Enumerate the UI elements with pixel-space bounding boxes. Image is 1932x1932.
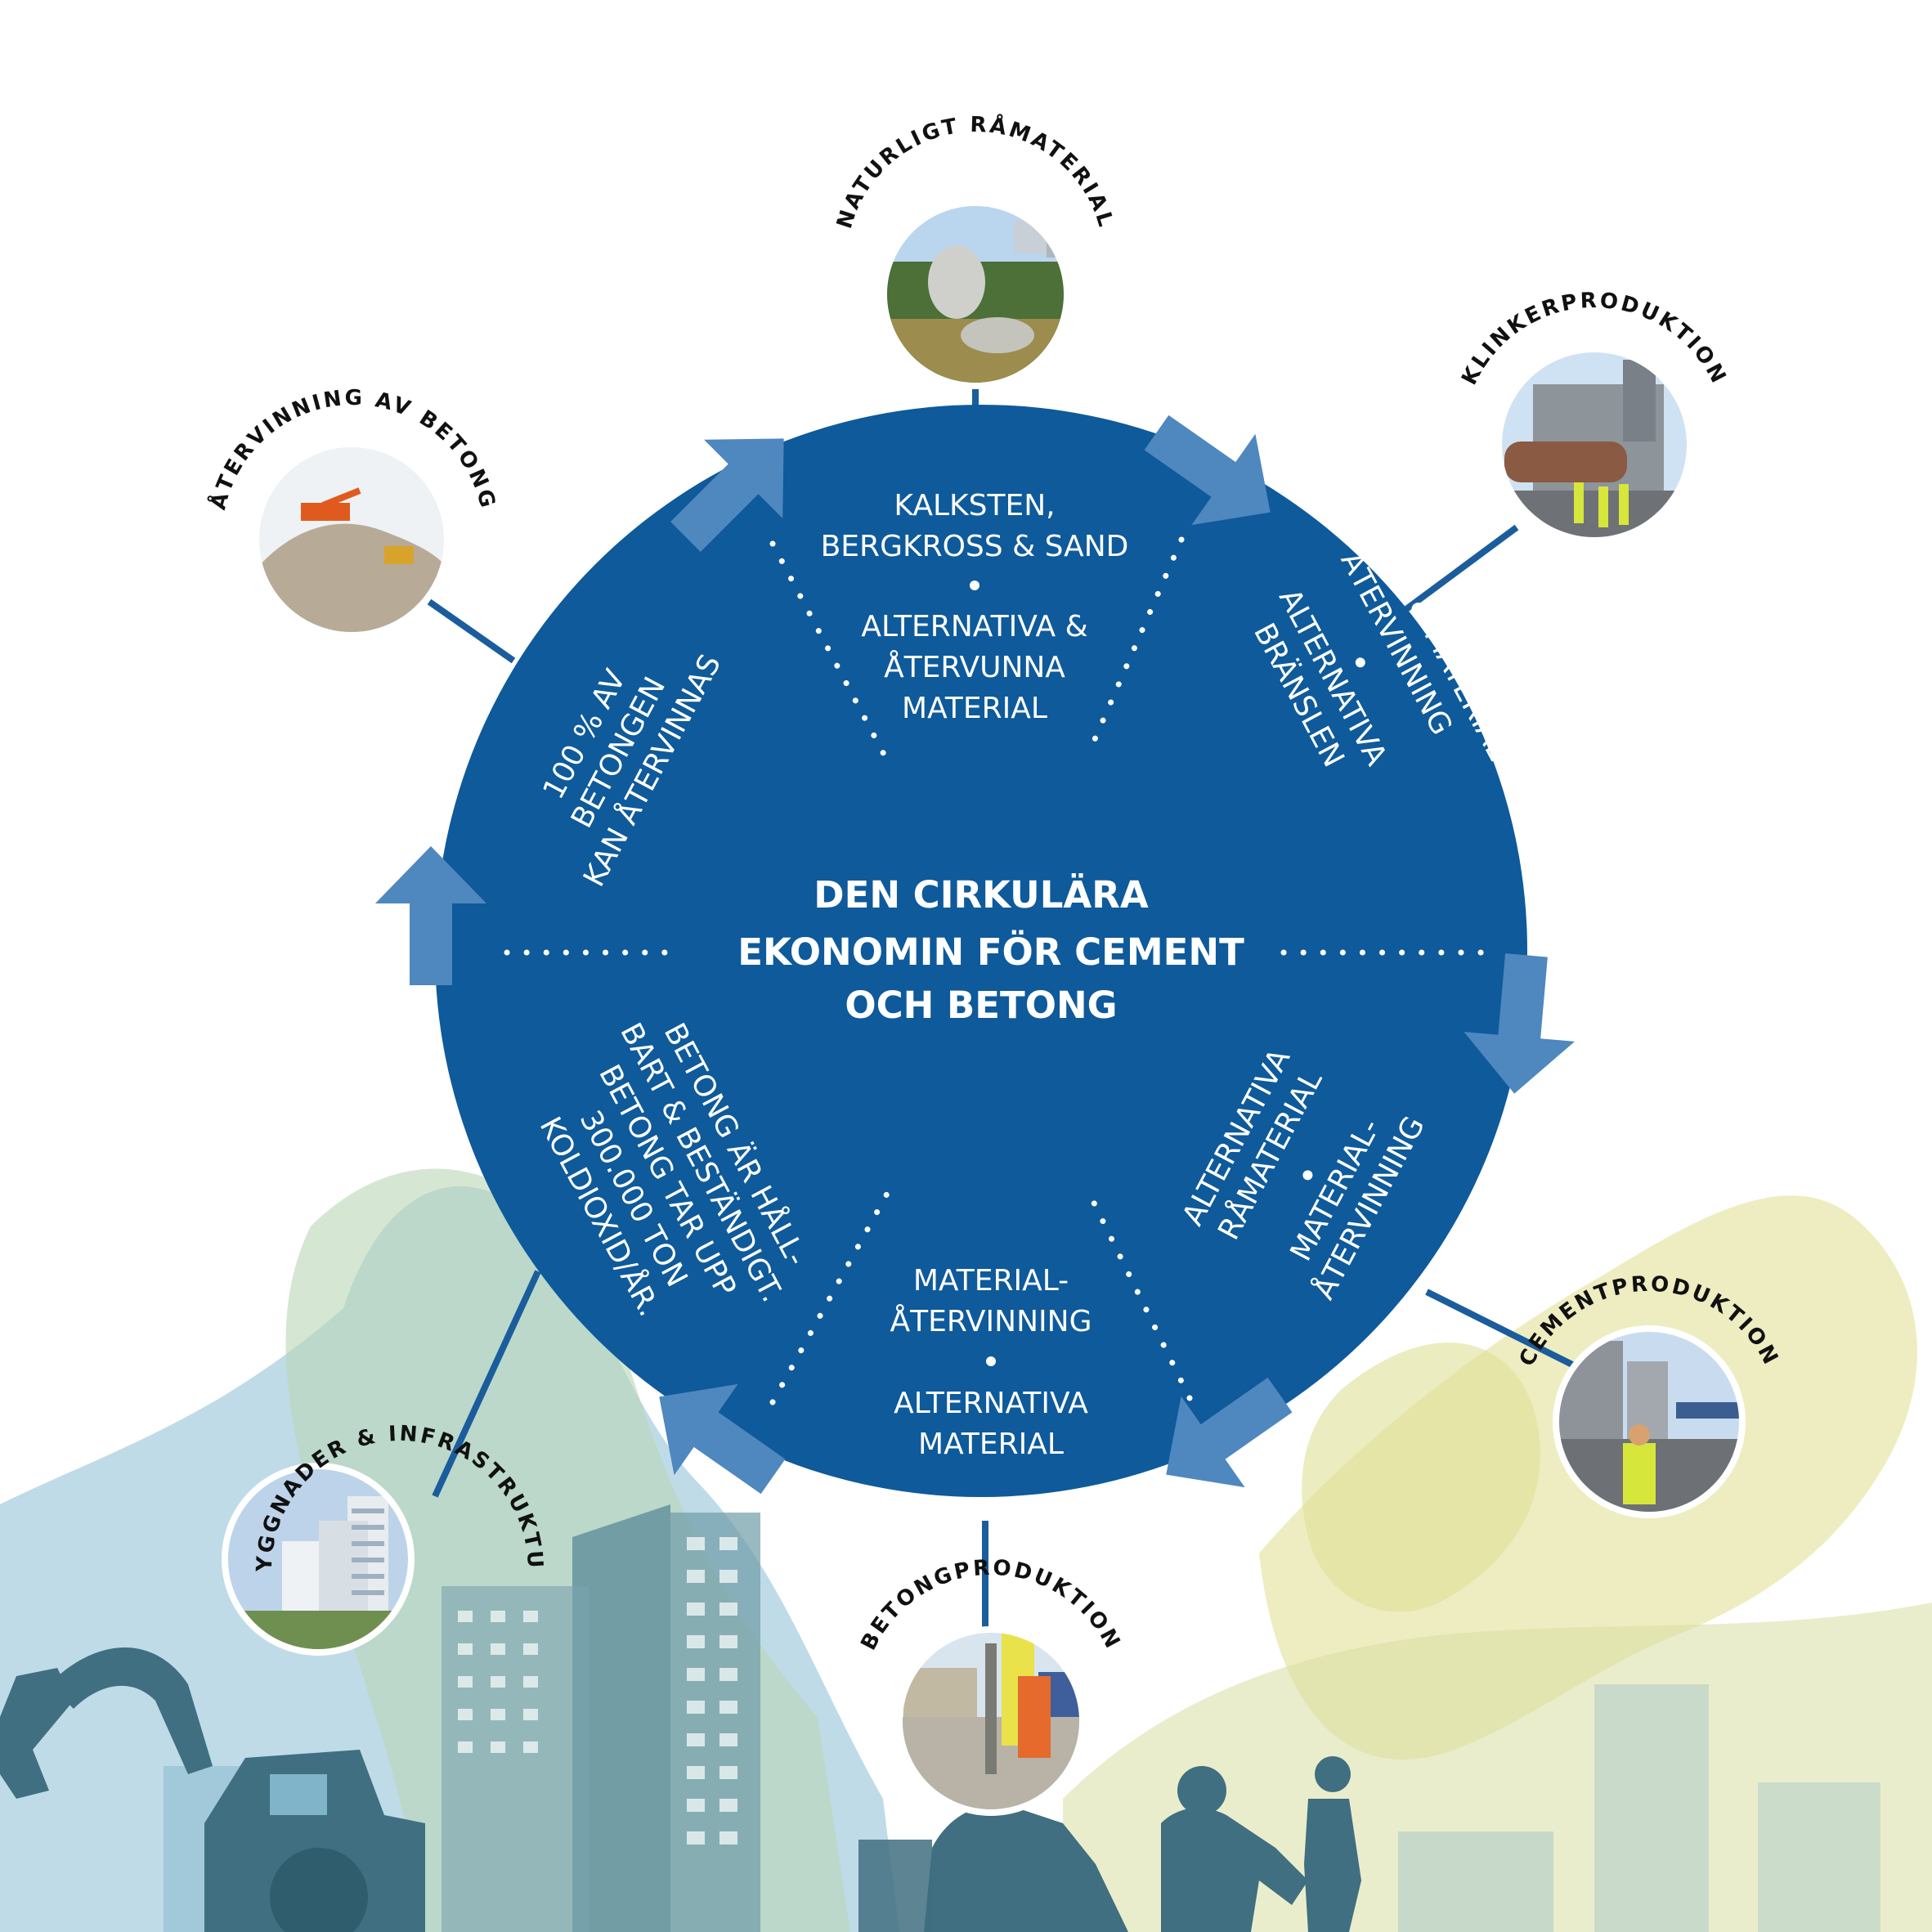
bullet-dot — [970, 580, 979, 590]
segment-text: BERGKROSS & SAND — [821, 530, 1129, 563]
arrow-icon — [1166, 1377, 1293, 1488]
yellow-butterfly-wing — [1302, 1343, 1540, 1612]
center-title: DEN CIRKULÄRA EKONOMIN FÖR CEMENT OCH BE… — [737, 873, 1244, 1027]
segment-text: MATERIAL- — [913, 1264, 1069, 1298]
station-buildings-infrastructure — [222, 1463, 415, 1656]
connectors — [427, 384, 1576, 1627]
photo-thumbnail — [259, 447, 444, 632]
segment-text: ÅTERVINNING — [890, 1303, 1092, 1338]
building-block — [1594, 1684, 1709, 1932]
center-title-line: OCH BETONG — [845, 984, 1117, 1027]
dotted-dividers — [504, 536, 1499, 1405]
segment-top: KALKSTEN, BERGKROSS & SAND ALTERNATIVA &… — [821, 489, 1129, 725]
bullet-dot — [1355, 657, 1365, 668]
station-natural-raw-material — [881, 199, 1070, 389]
bullet-dot — [986, 1356, 996, 1366]
building-block — [1398, 1831, 1553, 1932]
station-clinker-production — [1495, 346, 1693, 544]
center-title-line: DEN CIRKULÄRA — [814, 873, 1149, 917]
arrow-icon — [1144, 415, 1271, 526]
photo-thumbnail — [1502, 352, 1687, 537]
photo-thumbnail — [1559, 1332, 1739, 1512]
photo-thumbnail — [887, 206, 1064, 383]
segment-text: MATERIAL — [902, 692, 1047, 725]
station-concrete-recycling — [253, 441, 451, 639]
segment-text: ALTERNATIVA — [894, 1387, 1088, 1420]
station-cement-production — [1553, 1325, 1746, 1518]
building-block — [1758, 1782, 1880, 1932]
arrow-icon — [670, 438, 784, 552]
arrow-icon — [375, 846, 486, 985]
arrow-icon — [659, 1383, 786, 1495]
segment-text: ÅTERVUNNA — [884, 649, 1065, 684]
main-circle — [435, 405, 1527, 1497]
yellow-green-wash-lower — [1063, 1603, 1932, 1932]
station-concrete-production — [896, 1626, 1086, 1816]
background-artwork — [0, 1168, 1932, 1932]
segment-text: KALKSTEN, — [894, 489, 1055, 522]
flow-arrows — [375, 415, 1575, 1495]
apartment-building-silhouette — [442, 1504, 760, 1932]
segment-text: MATERIAL — [918, 1428, 1064, 1461]
bullet-dot — [1302, 1170, 1313, 1181]
segment-bottom: MATERIAL- ÅTERVINNING ALTERNATIVA MATERI… — [890, 1264, 1092, 1461]
center-title-line: EKONOMIN FÖR CEMENT — [737, 930, 1244, 974]
excavator-silhouette — [0, 1647, 425, 1932]
segment-text: ALTERNATIVA & — [861, 610, 1087, 643]
arrow-icon — [1464, 953, 1575, 1094]
workers-silhouette — [858, 1756, 1361, 1932]
